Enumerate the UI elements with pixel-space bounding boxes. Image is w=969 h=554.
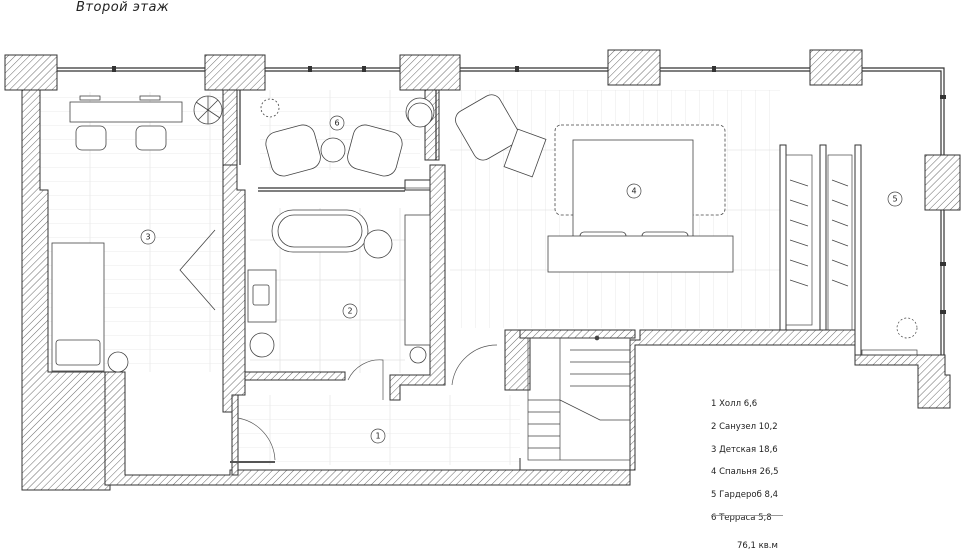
nightstand — [107, 351, 129, 373]
room-legend: 1 Холл 6,6 2 Санузел 10,2 3 Детская 18,6… — [711, 397, 783, 534]
staircase — [527, 335, 631, 461]
svg-text:2: 2 — [347, 307, 352, 316]
pillar-a — [222, 89, 238, 166]
plan-title: Второй этаж — [76, 0, 170, 15]
bookshelf — [179, 229, 216, 311]
svg-text:4: 4 — [631, 187, 636, 196]
room-label-4: 4 — [626, 183, 642, 199]
svg-text:5: 5 — [892, 195, 897, 204]
interior-walls — [222, 144, 862, 476]
doors — [230, 187, 498, 463]
legend-divider — [711, 515, 783, 516]
column-4 — [607, 49, 661, 86]
room-label-3: 3 — [140, 229, 156, 245]
toilet — [249, 332, 275, 358]
legend-item-bathroom: 2 Санузел 10,2 — [711, 421, 778, 432]
terrace-table — [320, 137, 346, 163]
legend-item-wardrobe: 5 Гардероб 8,4 — [711, 490, 779, 501]
wardrobe-shelving — [785, 154, 918, 356]
total-area: 76,1 кв.м — [737, 541, 778, 551]
legend-item-hall: 1 Холл 6,6 — [711, 399, 758, 409]
room-label-2: 2 — [342, 303, 358, 319]
room-label-5: 5 — [887, 191, 903, 207]
wall-right-bottom — [854, 354, 951, 409]
bedroom-furniture — [407, 94, 734, 273]
window-markers — [112, 66, 946, 314]
armchair — [455, 94, 520, 161]
terrace-furniture — [260, 97, 435, 177]
kids-room-furniture — [51, 95, 216, 373]
chair-left — [75, 125, 107, 151]
kids-room-plant — [193, 95, 223, 125]
room-label-1: 1 — [370, 428, 386, 444]
monitor-left — [79, 95, 101, 101]
svg-text:3: 3 — [145, 233, 150, 242]
legend-item-bedroom: 4 Спальня 26,5 — [711, 467, 779, 478]
column-2 — [204, 54, 266, 91]
room-label-6: 6 — [329, 115, 345, 131]
legend-item-terrace: 6 Терраса 5,8 — [711, 512, 772, 523]
column-1 — [4, 54, 58, 91]
floor-finishes — [40, 90, 780, 465]
legend-item-kids-room: 3 Детская 18,6 — [711, 444, 778, 455]
bathroom-fixtures — [247, 209, 431, 364]
column-6 — [924, 154, 961, 211]
ottoman — [503, 128, 547, 178]
terrace-plant — [260, 98, 280, 118]
shower-bench — [404, 214, 431, 346]
chair-right — [135, 125, 167, 151]
desk — [69, 101, 183, 123]
monitor-right — [139, 95, 161, 101]
bed-pillow — [55, 339, 101, 366]
svg-text:6: 6 — [334, 119, 339, 128]
column-5 — [809, 49, 863, 86]
headboard — [547, 235, 734, 273]
svg-text:1: 1 — [375, 432, 380, 441]
column-3 — [399, 54, 461, 91]
wardrobe-plant — [896, 317, 918, 339]
glazing — [57, 67, 945, 355]
room-labels: 1 2 3 4 5 6 — [140, 115, 903, 444]
